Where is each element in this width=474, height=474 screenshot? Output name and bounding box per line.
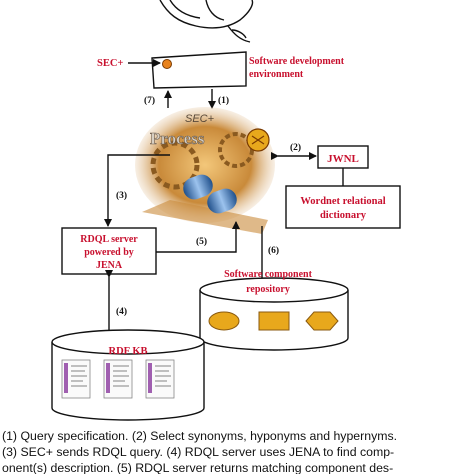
arrow-step-4: (4) [105, 270, 127, 339]
component-shape-icon [258, 311, 290, 331]
process-word-label: Process [150, 129, 205, 148]
step-6-label: (6) [268, 245, 279, 256]
software-environment-box: SEC+ Software development environment [97, 51, 345, 89]
wordnet-node: Wordnet relational dictionary [285, 185, 401, 229]
step-2-label: (2) [290, 142, 301, 153]
arrow-step-3: (3) [104, 154, 170, 227]
sec-plus-label: SEC+ [97, 58, 123, 69]
process-banner-label: SEC+ [185, 113, 215, 125]
caption-line-1: (1) Query specification. (2) Select syno… [2, 429, 398, 443]
rdf-document-icon [103, 359, 133, 399]
software-env-label-line1: Software development [249, 56, 345, 67]
sec-orange-dot-icon [162, 59, 172, 69]
arrow-step-6: (6) [258, 226, 279, 287]
jwnl-node: (2) JWNL [271, 142, 369, 186]
component-shape-icon [305, 311, 339, 331]
step-1-label: (1) [218, 95, 229, 106]
rdf-document-icon [145, 359, 175, 399]
arrows-env-process: (7) (1) [144, 89, 229, 109]
arrow-step-5: (5) [156, 221, 240, 253]
step-3-label: (3) [116, 190, 127, 201]
rdf-kb-label: RDF KB [109, 346, 148, 357]
component-shape-icon [208, 311, 240, 331]
step-7-label: (7) [144, 95, 155, 106]
software-env-label-line2: environment [249, 69, 304, 80]
rdql-label-line1: RDQL server [80, 234, 138, 245]
wordnet-label-line1: Wordnet relational [300, 196, 385, 207]
component-repository-node: Software component repository [199, 269, 349, 351]
rdql-server-node: RDQL server powered by JENA [61, 227, 157, 275]
process-gears-illustration: SEC+ Process [135, 107, 275, 234]
step-4-label: (4) [116, 306, 127, 317]
caption-line-2: (3) SEC+ sends RDQL query. (4) RDQL serv… [2, 445, 395, 459]
rdql-label-line2: powered by [84, 247, 134, 258]
rdf-kb-node: RDF KB [51, 329, 205, 421]
rdql-label-line3: JENA [96, 260, 123, 271]
wordnet-label-line2: dictionary [320, 210, 367, 221]
rdf-document-icon [61, 359, 91, 399]
component-repo-label-line1: Software component [224, 269, 313, 280]
component-repo-label-line2: repository [246, 284, 290, 295]
step-5-label: (5) [196, 236, 207, 247]
jwnl-label: JWNL [327, 153, 359, 165]
person-sketch-icon [159, 0, 254, 43]
caption-line-3: onent(s) description. (5) RDQL server re… [2, 461, 394, 474]
